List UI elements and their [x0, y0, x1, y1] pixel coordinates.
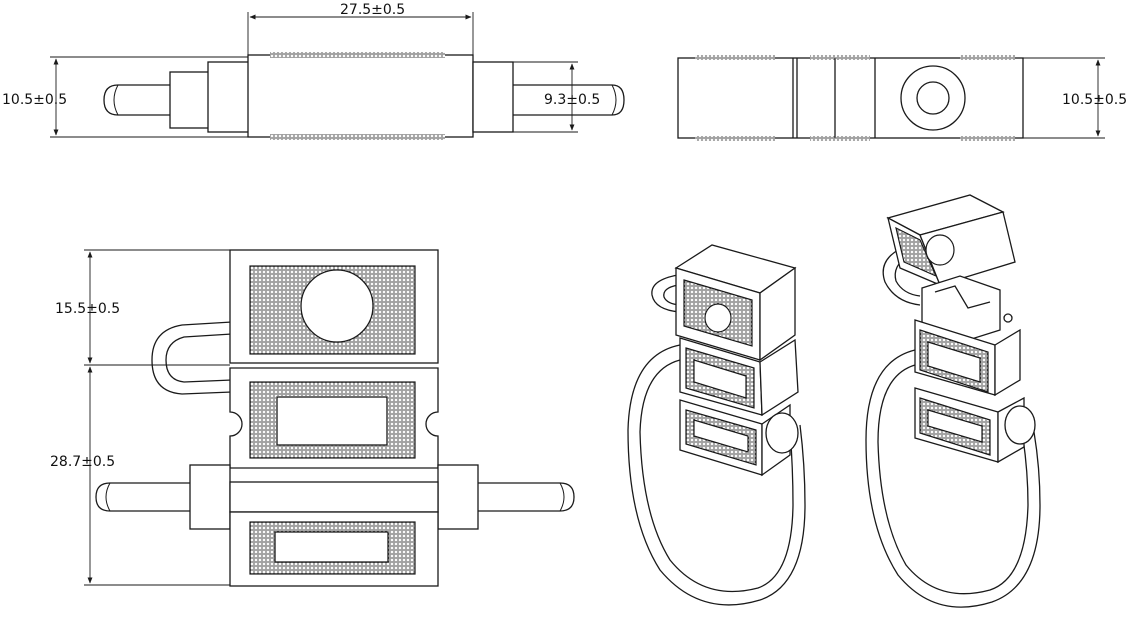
dimension-diameter-right: 9.3±0.5: [544, 92, 600, 108]
isometric-view-closed: [627, 244, 806, 606]
dimension-body-height: 28.7±0.5: [50, 454, 115, 470]
dimension-cap-height: 15.5±0.5: [55, 301, 120, 317]
side-view-left: 27.5±0.5 10.5±0.5 9.3±0.5: [2, 2, 625, 140]
dimension-height-side: 10.5±0.5: [1062, 92, 1127, 108]
front-view: 15.5±0.5 28.7±0.5: [50, 249, 575, 587]
side-view-right: 10.5±0.5: [677, 55, 1127, 141]
dimension-height-left: 10.5±0.5: [2, 92, 67, 108]
isometric-view-open: [865, 194, 1041, 608]
dimension-width-top: 27.5±0.5: [340, 2, 405, 18]
